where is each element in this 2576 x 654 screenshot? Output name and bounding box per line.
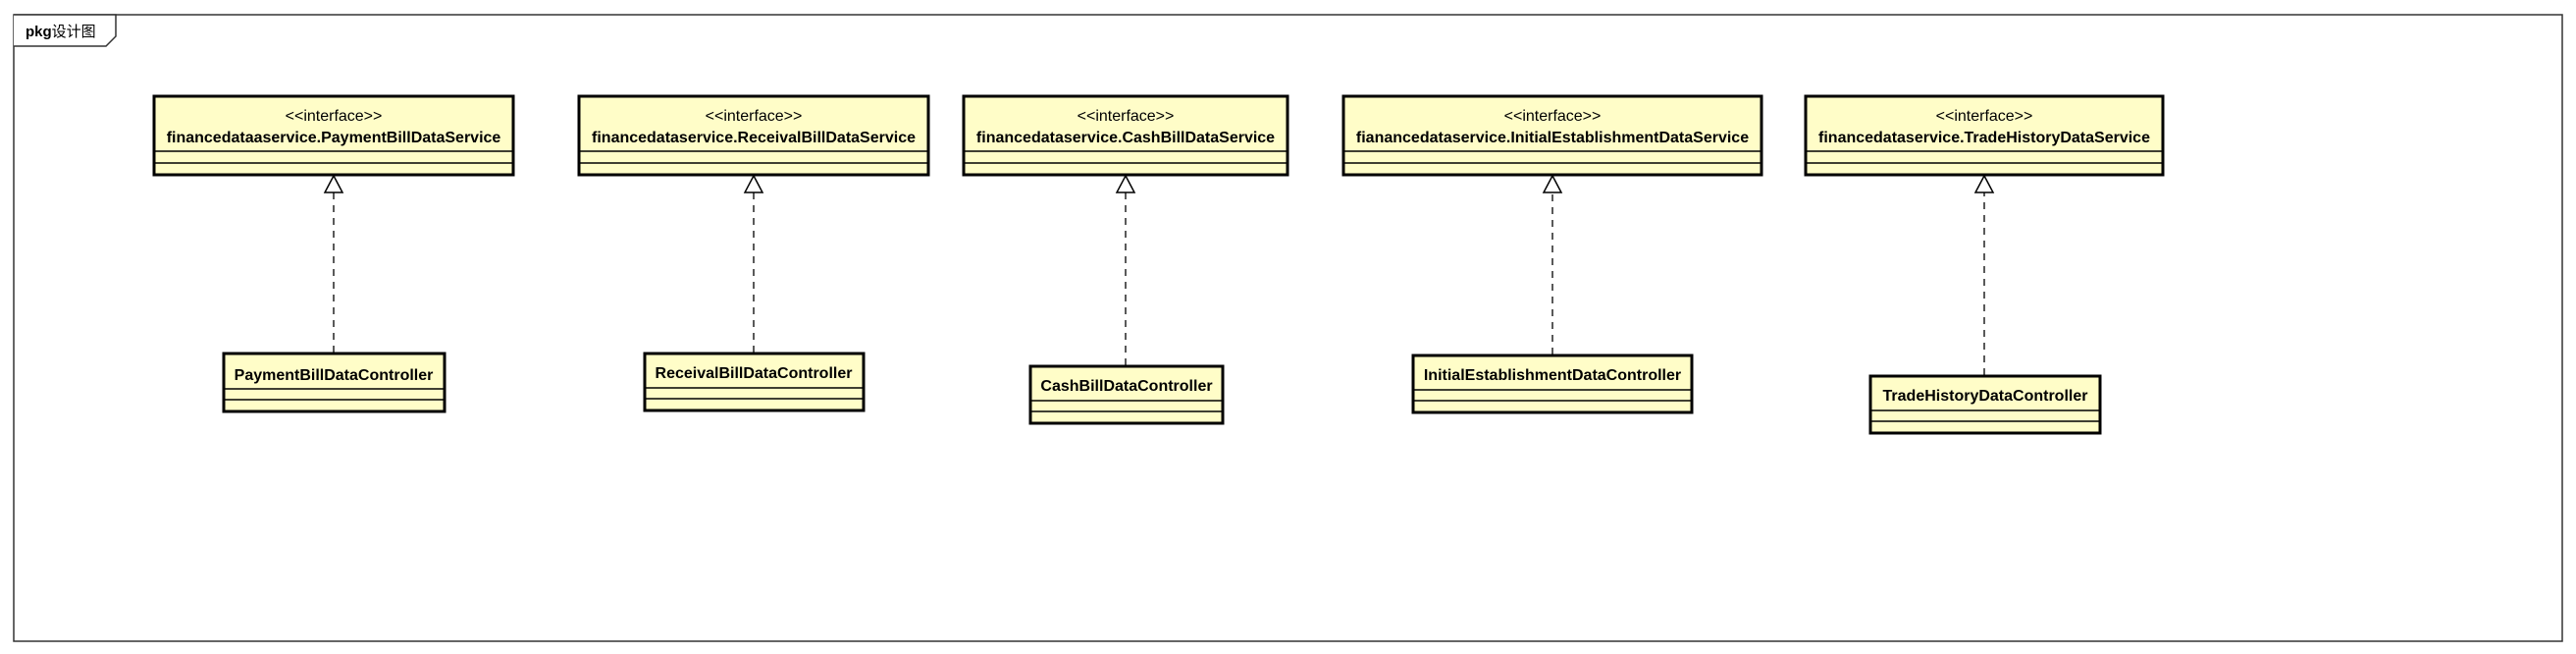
frame-keyword: pkg: [26, 24, 52, 40]
realization-arrowhead: [1542, 174, 1563, 193]
class-initial-establishment-data-controller[interactable]: InitialEstablishmentDataController: [1411, 354, 1694, 414]
realization-cash: [1115, 174, 1136, 365]
interface-stereotype: <<interface>>: [1936, 108, 2033, 125]
interface-name: financedataservice.CashBillDataService: [976, 130, 1275, 146]
class-cash-bill-data-controller[interactable]: CashBillDataController: [1028, 364, 1225, 425]
class-name: TradeHistoryDataController: [1883, 388, 2088, 405]
class-name: PaymentBillDataController: [235, 367, 434, 384]
interface-name: fianancedataservice.InitialEstablishment…: [1356, 130, 1749, 146]
class-name: InitialEstablishmentDataController: [1424, 367, 1681, 384]
frame-title: pkg设计图: [26, 24, 96, 40]
interface-initial-establishment-data-service[interactable]: <<interface>> fianancedataservice.Initia…: [1341, 94, 1763, 177]
realization-arrowhead: [1115, 174, 1136, 193]
interface-stereotype: <<interface>>: [706, 108, 803, 125]
realization-initial-establishment: [1542, 174, 1563, 354]
interface-stereotype: <<interface>>: [1504, 108, 1602, 125]
interface-stereotype: <<interface>>: [286, 108, 383, 125]
class-payment-bill-data-controller[interactable]: PaymentBillDataController: [222, 352, 447, 413]
interface-name: financedataservice.TradeHistoryDataServi…: [1818, 130, 2150, 146]
realization-receival: [743, 174, 764, 353]
interface-receival-bill-data-service[interactable]: <<interface>> financedataservice.Receiva…: [577, 94, 930, 177]
realization-arrowhead: [1973, 174, 1995, 193]
realization-trade-history: [1973, 174, 1995, 375]
interface-name: financedataaservice.PaymentBillDataServi…: [167, 130, 501, 146]
class-name: CashBillDataController: [1040, 378, 1212, 395]
interface-name: financedataservice.ReceivalBillDataServi…: [592, 130, 916, 146]
realization-payment: [323, 174, 344, 353]
interface-stereotype: <<interface>>: [1078, 108, 1175, 125]
frame-name: 设计图: [52, 24, 96, 40]
interface-trade-history-data-service[interactable]: <<interface>> financedataservice.TradeHi…: [1804, 94, 2165, 177]
frame-tab: [14, 14, 117, 47]
interface-cash-bill-data-service[interactable]: <<interface>> financedataservice.CashBil…: [962, 94, 1289, 177]
class-receival-bill-data-controller[interactable]: ReceivalBillDataController: [643, 352, 866, 412]
realization-arrowhead: [743, 174, 764, 193]
interface-payment-bill-data-service[interactable]: <<interface>> financedataaservice.Paymen…: [152, 94, 515, 177]
class-name: ReceivalBillDataController: [656, 365, 853, 382]
class-trade-history-data-controller[interactable]: TradeHistoryDataController: [1868, 374, 2102, 435]
realization-arrowhead: [323, 174, 344, 193]
